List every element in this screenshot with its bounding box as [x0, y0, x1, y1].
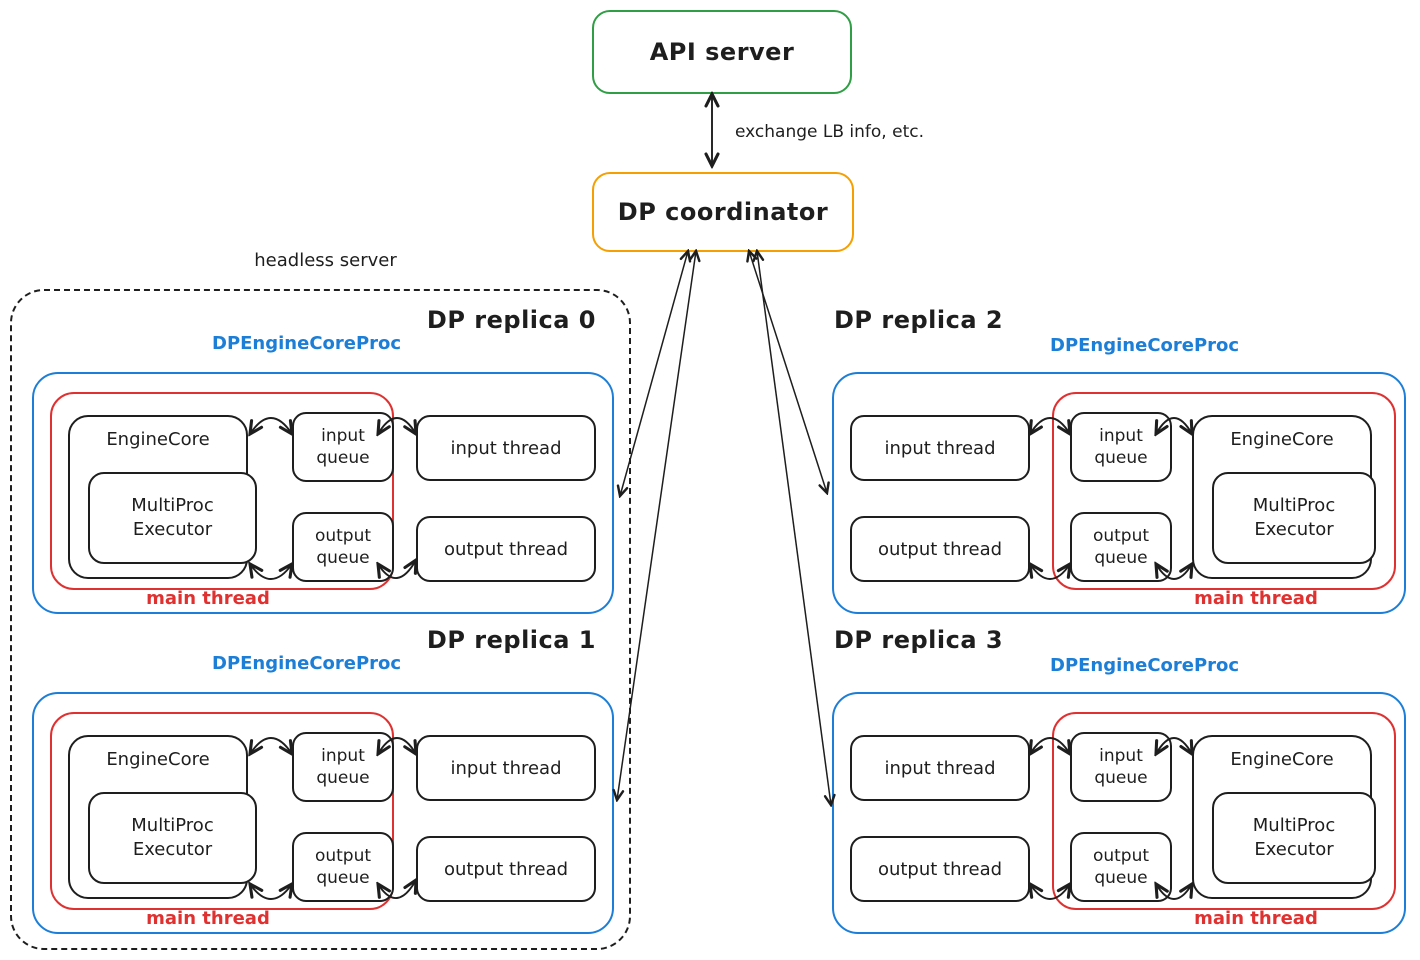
output-thread-label: output thread — [443, 858, 569, 880]
input-thread-box: input thread — [416, 415, 596, 481]
replica-title: DP replica 0 — [426, 306, 596, 334]
enginecore-label: EngineCore — [106, 749, 210, 770]
enginecore-label: EngineCore — [1230, 749, 1334, 770]
multiproc-executor-box: MultiProc Executor — [88, 792, 257, 884]
input-thread-box: input thread — [850, 735, 1030, 801]
replica-title: DP replica 2 — [834, 306, 1004, 334]
input-thread-label: input thread — [450, 437, 562, 459]
dpenginecoreproc-box — [832, 692, 1406, 934]
enginecore-label: EngineCore — [1230, 429, 1334, 450]
output-queue-box: output queue — [1070, 512, 1172, 582]
dpenginecoreproc-box — [32, 692, 614, 934]
main-thread-label: main thread — [1194, 908, 1318, 929]
output-queue-label: output queue — [314, 525, 372, 568]
input-queue-box: input queue — [292, 412, 394, 482]
input-queue-box: input queue — [1070, 732, 1172, 802]
dpenginecoreproc-label: DPEngineCoreProc — [212, 653, 402, 674]
arrow-coordinator-replica3 — [757, 251, 831, 805]
output-thread-box: output thread — [416, 836, 596, 902]
multiproc-executor-box: MultiProc Executor — [1212, 792, 1376, 884]
main-thread-box — [50, 392, 394, 590]
main-thread-box — [1052, 392, 1396, 590]
output-thread-label: output thread — [443, 538, 569, 560]
enginecore-label: EngineCore — [106, 429, 210, 450]
input-thread-label: input thread — [884, 437, 996, 459]
arrow-coordinator-replica2 — [749, 251, 827, 493]
input-thread-label: input thread — [884, 757, 996, 779]
multiproc-executor-box: MultiProc Executor — [88, 472, 257, 564]
output-queue-label: output queue — [314, 845, 372, 888]
output-queue-box: output queue — [292, 512, 394, 582]
output-thread-box: output thread — [850, 836, 1030, 902]
input-queue-label: input queue — [1094, 745, 1148, 788]
input-queue-box: input queue — [292, 732, 394, 802]
multiproc-executor-label: MultiProc Executor — [1252, 814, 1336, 860]
dpenginecoreproc-label: DPEngineCoreProc — [1050, 655, 1240, 676]
output-queue-box: output queue — [1070, 832, 1172, 902]
headless-server-label: headless server — [254, 250, 397, 271]
multiproc-executor-label: MultiProc Executor — [131, 814, 214, 860]
input-thread-box: input thread — [850, 415, 1030, 481]
api-server-box: API server — [592, 10, 852, 94]
output-queue-box: output queue — [292, 832, 394, 902]
output-thread-box: output thread — [850, 516, 1030, 582]
main-thread-box — [1052, 712, 1396, 910]
dp-replica-3: DP replica 3 DPEngineCoreProc EngineCore… — [832, 626, 1406, 938]
output-thread-label: output thread — [877, 538, 1003, 560]
dp-coordinator-label: DP coordinator — [617, 198, 829, 226]
exchange-lb-note: exchange LB info, etc. — [735, 122, 924, 142]
main-thread-label: main thread — [146, 908, 270, 929]
output-queue-label: output queue — [1092, 525, 1150, 568]
main-thread-label: main thread — [146, 588, 270, 609]
input-queue-box: input queue — [1070, 412, 1172, 482]
output-queue-label: output queue — [1092, 845, 1150, 888]
replica-title: DP replica 3 — [834, 626, 1004, 654]
multiproc-executor-label: MultiProc Executor — [131, 494, 214, 540]
input-thread-box: input thread — [416, 735, 596, 801]
input-queue-label: input queue — [316, 425, 370, 468]
api-server-label: API server — [649, 38, 795, 66]
output-thread-box: output thread — [416, 516, 596, 582]
output-thread-label: output thread — [877, 858, 1003, 880]
dp-coordinator-box: DP coordinator — [592, 172, 854, 252]
replica-title: DP replica 1 — [426, 626, 596, 654]
dpenginecoreproc-label: DPEngineCoreProc — [1050, 335, 1240, 356]
input-thread-label: input thread — [450, 757, 562, 779]
input-queue-label: input queue — [316, 745, 370, 788]
main-thread-box — [50, 712, 394, 910]
dp-replica-2: DP replica 2 DPEngineCoreProc EngineCore… — [832, 306, 1406, 618]
dp-replica-0: DP replica 0 DPEngineCoreProc EngineCore… — [32, 306, 614, 618]
input-queue-label: input queue — [1094, 425, 1148, 468]
dpenginecoreproc-label: DPEngineCoreProc — [212, 333, 402, 354]
dp-replica-1: DP replica 1 DPEngineCoreProc EngineCore… — [32, 626, 614, 938]
multiproc-executor-box: MultiProc Executor — [1212, 472, 1376, 564]
multiproc-executor-label: MultiProc Executor — [1252, 494, 1336, 540]
main-thread-label: main thread — [1194, 588, 1318, 609]
